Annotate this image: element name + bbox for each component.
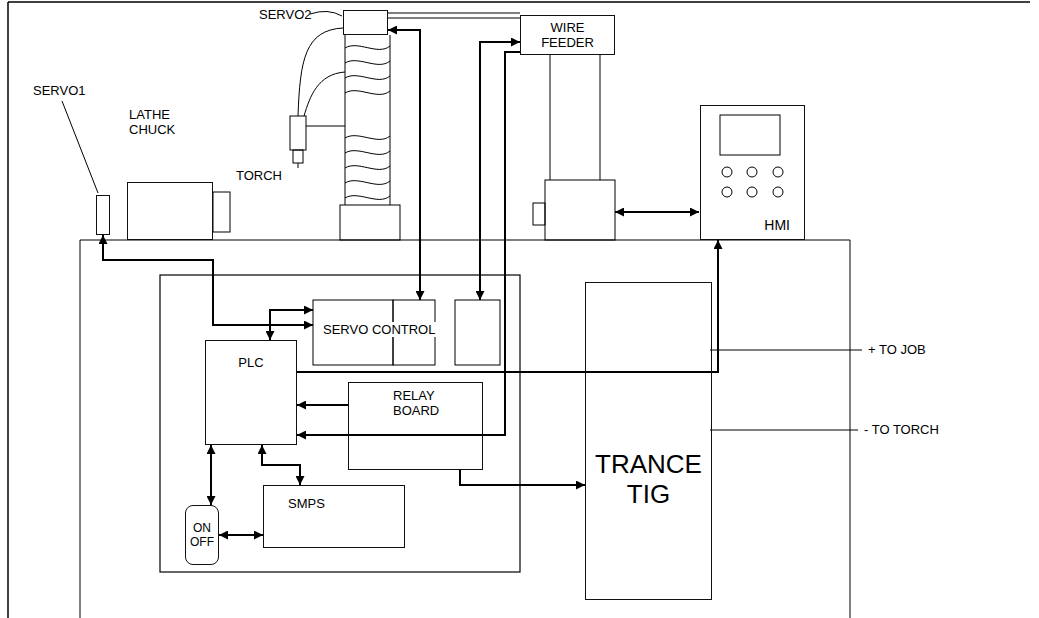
- column-rail: [390, 35, 391, 205]
- signal-connector: [210, 445, 212, 505]
- hmi-button: [722, 167, 732, 177]
- node-label: ON OFF: [189, 521, 215, 549]
- part-label: TORCH: [236, 168, 282, 183]
- plc-box: PLC: [205, 340, 297, 445]
- signal-connector: [270, 310, 313, 340]
- torch-body: [290, 116, 306, 150]
- terminal-label: + TO JOB: [868, 342, 926, 357]
- part-label: SERVO1: [33, 83, 86, 98]
- hmi-screen: [720, 115, 780, 155]
- part-label: SERVO2: [259, 7, 312, 22]
- tailstock-base: [545, 180, 615, 240]
- torch-tip: [298, 163, 299, 168]
- signal-connector: [297, 404, 348, 406]
- node-label: HMI: [764, 217, 790, 233]
- torch-arm: [306, 126, 345, 127]
- relay-board-box: RELAY BOARD: [348, 382, 483, 470]
- cable: [388, 13, 520, 14]
- signal-connector: [480, 42, 520, 300]
- machine-base: [80, 240, 850, 618]
- output-lead: [710, 350, 862, 351]
- chuck-flange: [213, 192, 230, 232]
- signal-connector: [297, 240, 718, 372]
- servo-motor: SERVO2: [343, 10, 388, 35]
- lathe-chuck: LATHE CHUCK: [127, 182, 213, 240]
- output-lead: [710, 430, 858, 431]
- signal-wire: [615, 211, 699, 213]
- signal-connector: [103, 235, 313, 325]
- hmi-button: [773, 167, 783, 177]
- node-label: RELAY BOARD: [393, 388, 453, 418]
- power-switch: ON OFF: [185, 505, 219, 565]
- torch-hose: [298, 28, 343, 116]
- servo-motor: SERVO1: [96, 195, 110, 235]
- signal-connector: [460, 470, 585, 485]
- torch-nozzle: [293, 150, 303, 163]
- servo-control-block: SERVO CONTROL: [313, 300, 500, 365]
- lead-screw-spring: [345, 46, 390, 200]
- signal-connector: [388, 30, 420, 300]
- signal-connector: [297, 52, 520, 435]
- node-label: PLC: [238, 355, 263, 370]
- hmi-button: [747, 187, 757, 197]
- tailstock-flange: [533, 203, 545, 225]
- smps-box: SMPS: [263, 485, 405, 548]
- part-label: LATHE CHUCK: [129, 107, 191, 137]
- leader-line: [310, 11, 342, 16]
- signal-connector: [262, 445, 300, 485]
- leader-line: [62, 101, 98, 193]
- frame-line: [8, 1, 1030, 3]
- feeder-post: [600, 55, 601, 180]
- column-base: [340, 205, 400, 240]
- label-anchor: - TO TORCH: [864, 422, 939, 437]
- hmi-button: [747, 167, 757, 177]
- node-label: WIRE FEEDER: [528, 20, 608, 50]
- hmi-button: [773, 187, 783, 197]
- signal-connector: [219, 534, 263, 536]
- feeder-drive-box: [455, 300, 500, 365]
- feeder-post: [550, 55, 551, 180]
- node-label: TRANCE TIG: [592, 449, 705, 509]
- label-anchor: + TO JOB: [868, 342, 926, 357]
- node-label: SERVO CONTROL: [321, 322, 437, 337]
- frame-line: [7, 2, 9, 618]
- torch-hose: [304, 72, 345, 116]
- terminal-label: - TO TORCH: [864, 422, 939, 437]
- tig-power-source: TRANCE TIG: [585, 282, 712, 600]
- node-label: SMPS: [288, 496, 325, 511]
- hmi-panel: HMI: [700, 105, 805, 240]
- column-rail: [345, 35, 346, 205]
- wire-feeder-box: WIRE FEEDER: [520, 15, 615, 55]
- cable: [388, 18, 520, 19]
- label-anchor: TORCH: [236, 168, 282, 183]
- hmi-button: [722, 187, 732, 197]
